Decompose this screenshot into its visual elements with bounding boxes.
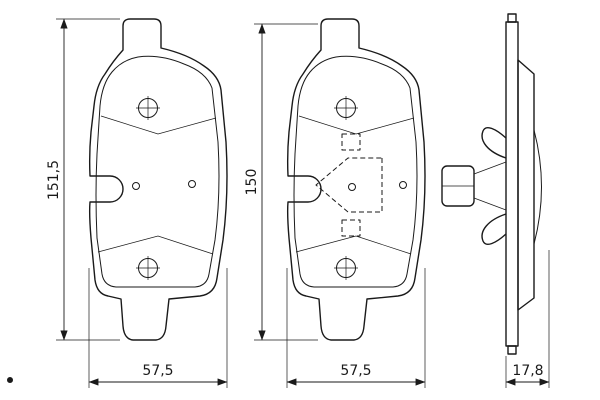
dimension-middle-width: 57,5: [286, 268, 426, 388]
clip-connector-bottom: [473, 197, 507, 211]
shim-hidden-outline: [315, 133, 383, 237]
spring-hook-top: [481, 127, 507, 159]
dimension-middle-height: 150: [244, 23, 318, 341]
spring-hook-bottom: [481, 213, 507, 245]
side-bottom-tab: [507, 345, 517, 355]
shim-tab-top: [341, 133, 361, 151]
dimension-side-thickness: 17,8: [505, 250, 550, 388]
left-pad-view: [88, 18, 228, 341]
left-pad-rivet-hole-right: [188, 180, 196, 188]
side-view: [441, 13, 542, 355]
side-contact-bulge: [533, 129, 542, 245]
dim-label-left-height: 151,5: [46, 160, 62, 200]
side-backplate: [505, 21, 519, 347]
middle-pad-rivet-hole-left: [348, 183, 356, 191]
clip-connector-top: [473, 161, 507, 175]
left-pad-shape: [88, 18, 228, 341]
left-pad-rivet-hole-left: [132, 182, 140, 190]
dimension-left-height: 151,5: [46, 18, 120, 341]
dim-label-middle-width: 57,5: [340, 363, 371, 379]
reference-dot: [7, 377, 13, 383]
shim-arrow-outline: [315, 157, 383, 213]
dim-label-side-thickness: 17,8: [512, 363, 543, 379]
dimension-left-width: 57,5: [88, 268, 228, 388]
middle-pad-view: [286, 18, 426, 341]
middle-pad-rivet-hole-right: [399, 181, 407, 189]
dim-label-left-width: 57,5: [142, 363, 173, 379]
shim-tab-bottom: [341, 219, 361, 237]
side-friction-material: [517, 59, 535, 311]
middle-pad-shape: [286, 18, 426, 341]
side-top-tab: [507, 13, 517, 23]
dim-label-middle-height: 150: [244, 169, 260, 196]
